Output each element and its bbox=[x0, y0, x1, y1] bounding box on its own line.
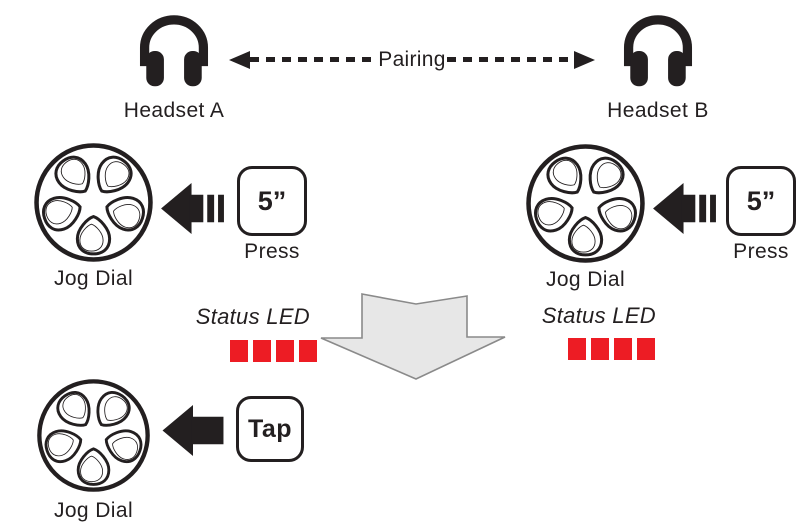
flow-down-arrow bbox=[320, 293, 506, 380]
dashed-line bbox=[250, 57, 378, 62]
press-action-b-label: Press bbox=[733, 240, 789, 263]
led-square bbox=[637, 338, 655, 360]
led-square bbox=[614, 338, 632, 360]
led-square bbox=[276, 340, 294, 362]
led-square bbox=[253, 340, 271, 362]
pairing-arrow: Pairing bbox=[229, 47, 595, 71]
led-square bbox=[230, 340, 248, 362]
status-led-b-label: Status LED bbox=[541, 303, 656, 328]
tap-arrow-icon bbox=[162, 402, 224, 459]
tap-button: Tap bbox=[236, 396, 304, 462]
headset-a-group: Headset A bbox=[124, 9, 224, 122]
press-arrow-icon bbox=[653, 180, 716, 237]
led-square bbox=[299, 340, 317, 362]
tap-button-group: Tap bbox=[236, 396, 304, 462]
headphones-icon bbox=[616, 9, 700, 93]
arrowhead-right-icon bbox=[574, 50, 595, 69]
jog-dial-a-label: Jog Dial bbox=[53, 267, 134, 290]
jog-dial-icon bbox=[36, 378, 151, 493]
pairing-label: Pairing bbox=[378, 47, 446, 71]
headphones-icon bbox=[132, 9, 216, 93]
press-arrow-icon bbox=[161, 180, 224, 237]
headset-b-label: Headset B bbox=[607, 99, 709, 122]
press-button-a-group: 5” Press bbox=[237, 166, 307, 263]
jog-dial-b-label: Jog Dial bbox=[545, 268, 626, 291]
status-led-a-label: Status LED bbox=[195, 304, 310, 329]
jog-dial-b-group: Jog Dial bbox=[525, 143, 646, 291]
jog-dial-icon bbox=[33, 142, 154, 263]
headset-a-label: Headset A bbox=[123, 99, 225, 122]
status-led-a-blinks bbox=[230, 340, 317, 362]
press-action-a-label: Press bbox=[244, 240, 300, 263]
five-second-button: 5” bbox=[237, 166, 307, 236]
headset-b-group: Headset B bbox=[607, 9, 708, 122]
arrowhead-left-icon bbox=[229, 50, 250, 69]
status-led-b-blinks bbox=[568, 338, 655, 360]
led-square bbox=[591, 338, 609, 360]
jog-dial-c-group: Jog Dial bbox=[36, 378, 151, 522]
jog-dial-a-group: Jog Dial bbox=[33, 142, 154, 290]
led-square bbox=[568, 338, 586, 360]
jog-dial-icon bbox=[525, 143, 646, 264]
jog-dial-c-label: Jog Dial bbox=[53, 499, 134, 522]
dashed-line bbox=[446, 57, 574, 62]
five-second-button: 5” bbox=[726, 166, 796, 236]
press-button-b-group: 5” Press bbox=[726, 166, 796, 263]
